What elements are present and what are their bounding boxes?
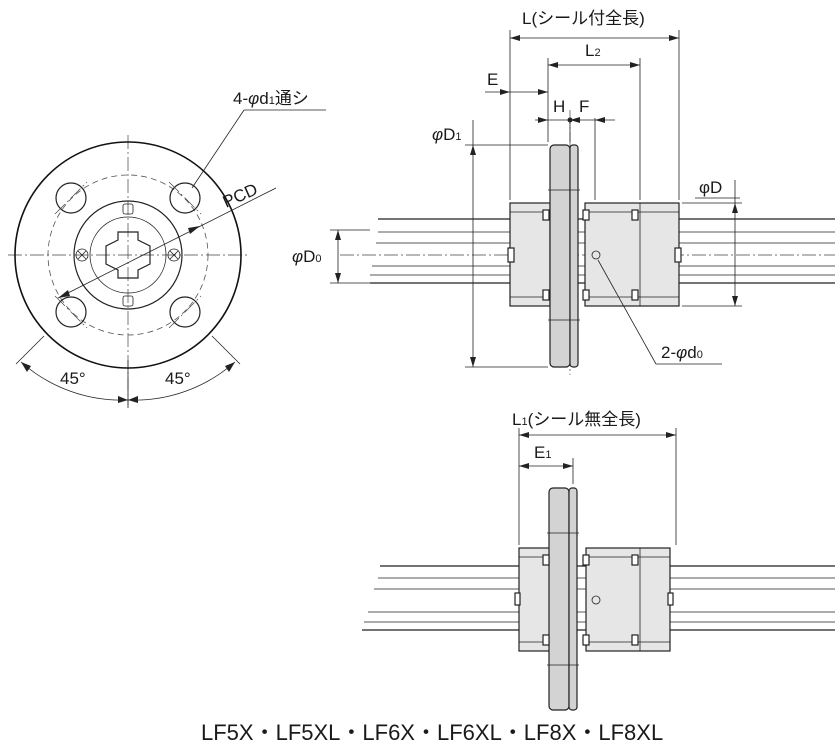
d0-label: 2-φd0 (661, 343, 703, 362)
pcd-dimension-line (57, 187, 277, 299)
flange-body (549, 144, 571, 368)
dim-E-label: E (487, 70, 498, 89)
lube-hole (591, 250, 601, 260)
dim-L-label: L(シール付全長) (522, 9, 645, 28)
angle-ext-right (211, 335, 241, 365)
side-view-unsealed: L1(シール無全長) E1 (362, 410, 835, 711)
spline-bore (105, 231, 151, 279)
dim-D1-label: φD1 (432, 125, 462, 144)
angle-arc-right (127, 361, 236, 401)
angle-right-label: 45° (165, 369, 191, 388)
screw-right (167, 248, 181, 262)
screw-left (75, 248, 89, 262)
inner-ring-circle (89, 216, 167, 294)
flange-body-2 (548, 487, 570, 711)
model-caption: LF5X・LF5XL・LF6X・LF6XL・LF8X・LF8XL (201, 720, 663, 745)
seal-left (507, 247, 515, 263)
dim-L1-label: L1(シール無全長) (512, 410, 641, 429)
dim-F-label: F (579, 97, 589, 116)
flange-rim (569, 144, 579, 368)
key-slot-top (122, 203, 134, 215)
mount-hole-br (169, 296, 201, 328)
angle-arc-left (20, 361, 129, 401)
front-view: 4-φd1通シ PCD 45° 45° (8, 89, 326, 408)
angle-left-label: 45° (60, 369, 86, 388)
side-view-sealed: L(シール付全長) L2 E H F φD1 (292, 9, 835, 375)
mount-hole-tl (55, 182, 87, 214)
nut-body-right-2 (585, 547, 671, 652)
body-circle (73, 200, 183, 310)
angle-ext-left (15, 335, 45, 365)
dim-E1-label: E1 (534, 443, 551, 462)
pcd-label: PCD (220, 180, 261, 212)
holes-leader (191, 109, 245, 189)
dim-D0-label: φD0 (292, 247, 322, 266)
holes-label: 4-φd1通シ (233, 89, 309, 108)
key-slot-bottom (122, 295, 134, 307)
dim-L2-label: L2 (585, 41, 601, 60)
dim-D-label: φD (699, 178, 722, 197)
d0-leader (597, 259, 657, 365)
mount-hole-tr (169, 182, 201, 214)
seal-right (674, 247, 682, 263)
mount-hole-bl (55, 296, 87, 328)
pcd-circle (47, 174, 209, 336)
dim-H-label: H (553, 97, 565, 116)
